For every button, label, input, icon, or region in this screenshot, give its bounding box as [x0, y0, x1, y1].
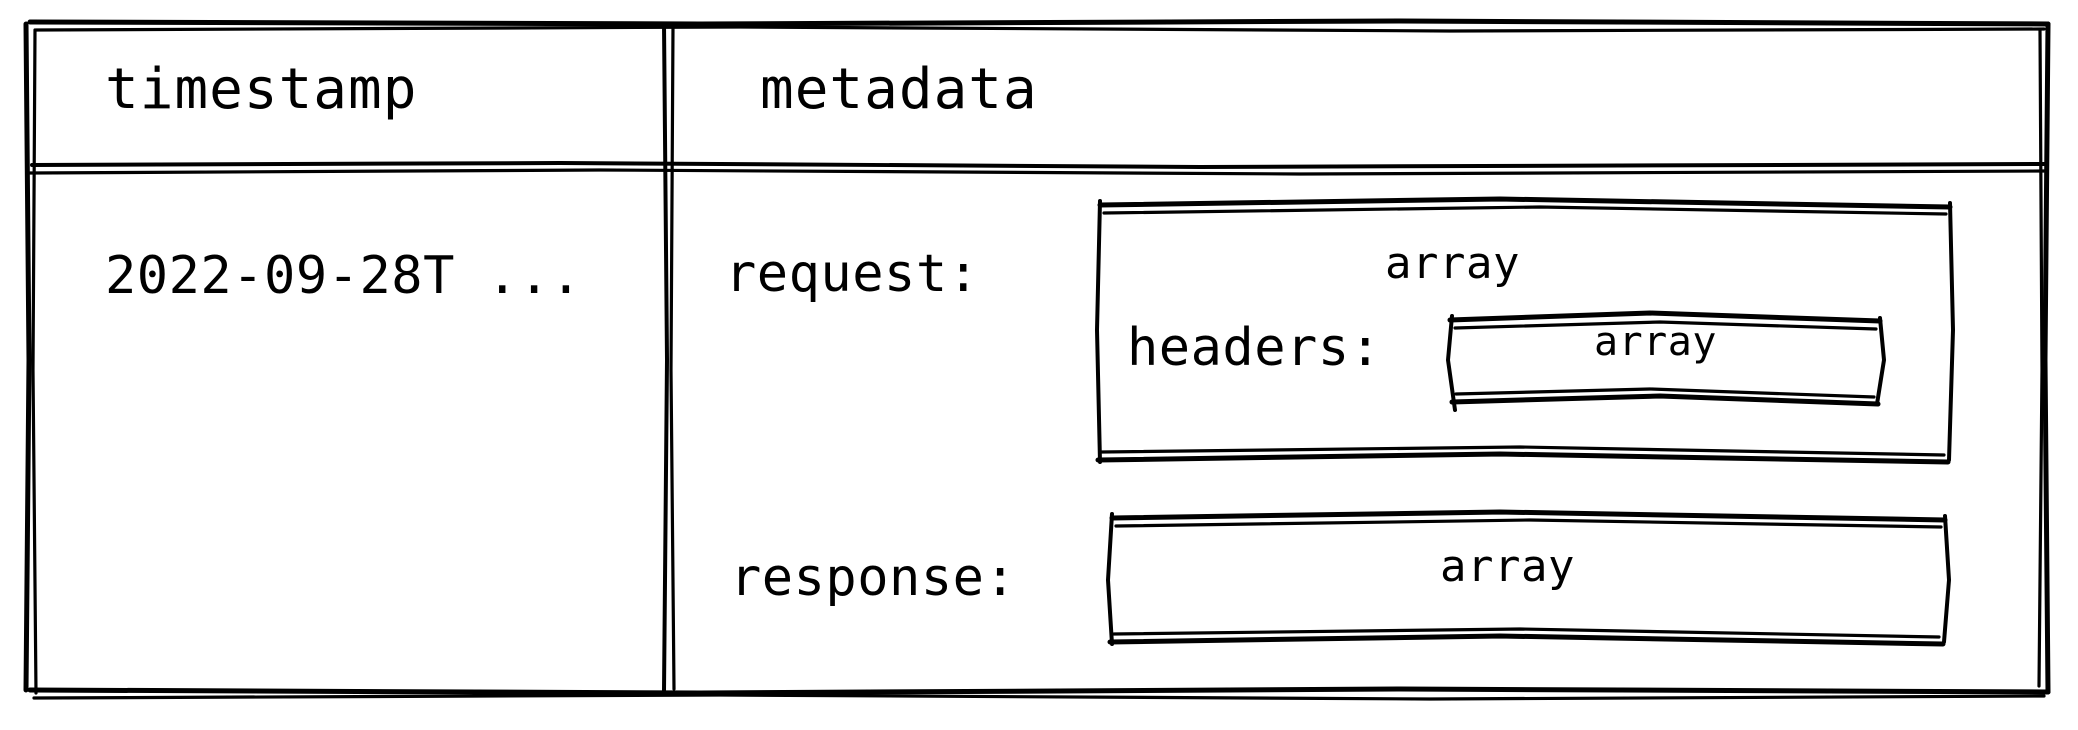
field-key-request: request: [725, 244, 980, 304]
cell-timestamp-value: 2022-09-28T ... [105, 246, 583, 306]
type-label-response-array: array [1440, 541, 1575, 592]
field-key-headers: headers: [1127, 318, 1382, 378]
type-label-request-array: array [1385, 238, 1520, 289]
column-header-metadata: metadata [760, 57, 1038, 122]
field-key-response: response: [730, 548, 1017, 608]
column-header-timestamp: timestamp [105, 57, 418, 122]
type-label-headers-array: array [1594, 319, 1717, 365]
